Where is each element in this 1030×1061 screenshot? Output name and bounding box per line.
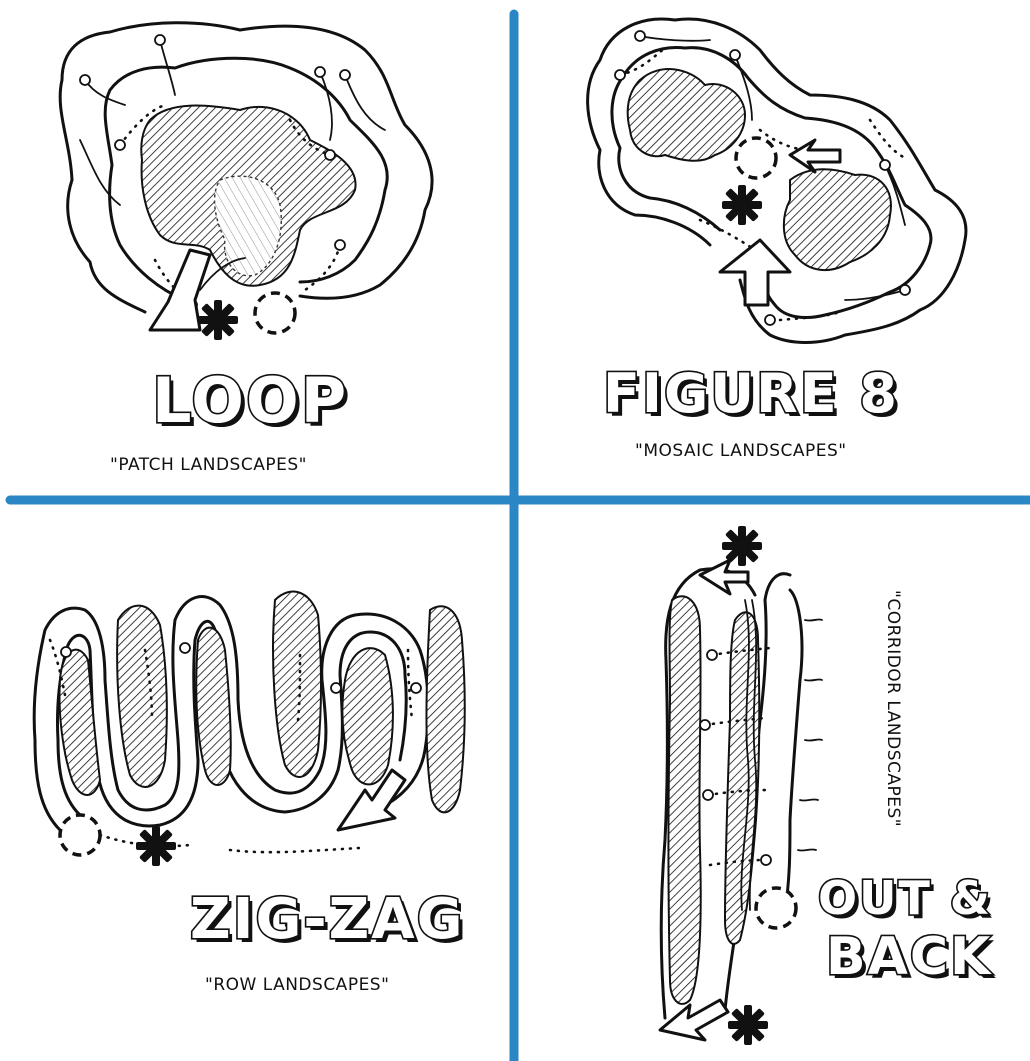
- trail-node-icon: [635, 31, 645, 41]
- direction-arrow-icon: [660, 1000, 728, 1040]
- trail-node-icon: [61, 647, 71, 657]
- trailhead-asterisk-icon: [728, 1005, 768, 1045]
- figure8-patch-a: [628, 69, 745, 161]
- figure8-patch-b: [784, 169, 891, 270]
- dashed-circle-icon: [255, 293, 295, 333]
- direction-arrow-icon: [720, 240, 790, 305]
- trail-node-icon: [615, 70, 625, 80]
- direction-arrow-icon: [790, 140, 840, 172]
- zigzag-row-5: [342, 648, 393, 784]
- trail-node-icon: [155, 35, 165, 45]
- figure8-subtitle: "MOSAIC LANDSCAPES": [635, 441, 847, 461]
- trail-node-icon: [80, 75, 90, 85]
- outback-subtitle: "CORRIDOR LANDSCAPES": [883, 590, 903, 827]
- trail-node-icon: [765, 315, 775, 325]
- loop-quadrant: LOOP LOOP "PATCH LANDSCAPES": [60, 23, 432, 475]
- loop-subtitle: "PATCH LANDSCAPES": [110, 455, 307, 475]
- outback-corridor-left: [669, 596, 701, 1004]
- trail-node-icon: [880, 160, 890, 170]
- trail-node-icon: [900, 285, 910, 295]
- outback-title-line2: BACK: [826, 927, 992, 987]
- outback-edge-far-right: [785, 590, 802, 910]
- loop-title: LOOP: [152, 364, 348, 437]
- outback-title-line1: OUT &: [818, 871, 992, 925]
- zigzag-row-2: [117, 606, 167, 787]
- dashed-circle-icon: [736, 138, 776, 178]
- trail-node-icon: [340, 70, 350, 80]
- trail-node-icon: [115, 140, 125, 150]
- trail-node-icon: [730, 50, 740, 60]
- trail-node-icon: [180, 643, 190, 653]
- trail-node-icon: [325, 150, 335, 160]
- trailhead-asterisk-icon: [136, 826, 176, 866]
- trail-node-icon: [707, 650, 717, 660]
- trail-node-icon: [703, 790, 713, 800]
- zigzag-row-3: [196, 628, 231, 785]
- trail-node-icon: [411, 683, 421, 693]
- zigzag-subtitle: "ROW LANDSCAPES": [205, 975, 389, 995]
- trail-node-icon: [700, 720, 710, 730]
- trail-node-icon: [761, 855, 771, 865]
- dashed-circle-icon: [60, 815, 100, 855]
- zigzag-title: ZIG-ZAG: [190, 887, 465, 952]
- trail-node-icon: [331, 683, 341, 693]
- figure8-quadrant: FIGURE 8 FIGURE 8 "MOSAIC LANDSCAPES": [588, 19, 966, 461]
- trailhead-asterisk-icon: [722, 185, 762, 225]
- trailhead-asterisk-icon: [722, 526, 762, 566]
- zigzag-row-6: [426, 606, 464, 812]
- trail-node-icon: [335, 240, 345, 250]
- trail-node-icon: [315, 67, 325, 77]
- outback-quadrant: OUT & OUT & BACK BACK "CORRIDOR LANDSCAP…: [660, 526, 996, 1045]
- trailhead-asterisk-icon: [198, 300, 238, 340]
- figure8-title: FIGURE 8: [603, 362, 899, 425]
- zigzag-row-4: [273, 592, 321, 777]
- zigzag-row-1: [60, 650, 101, 795]
- zigzag-quadrant: ZIG-ZAG ZIG-ZAG "ROW LANDSCAPES": [34, 592, 468, 995]
- dashed-circle-icon: [756, 888, 796, 928]
